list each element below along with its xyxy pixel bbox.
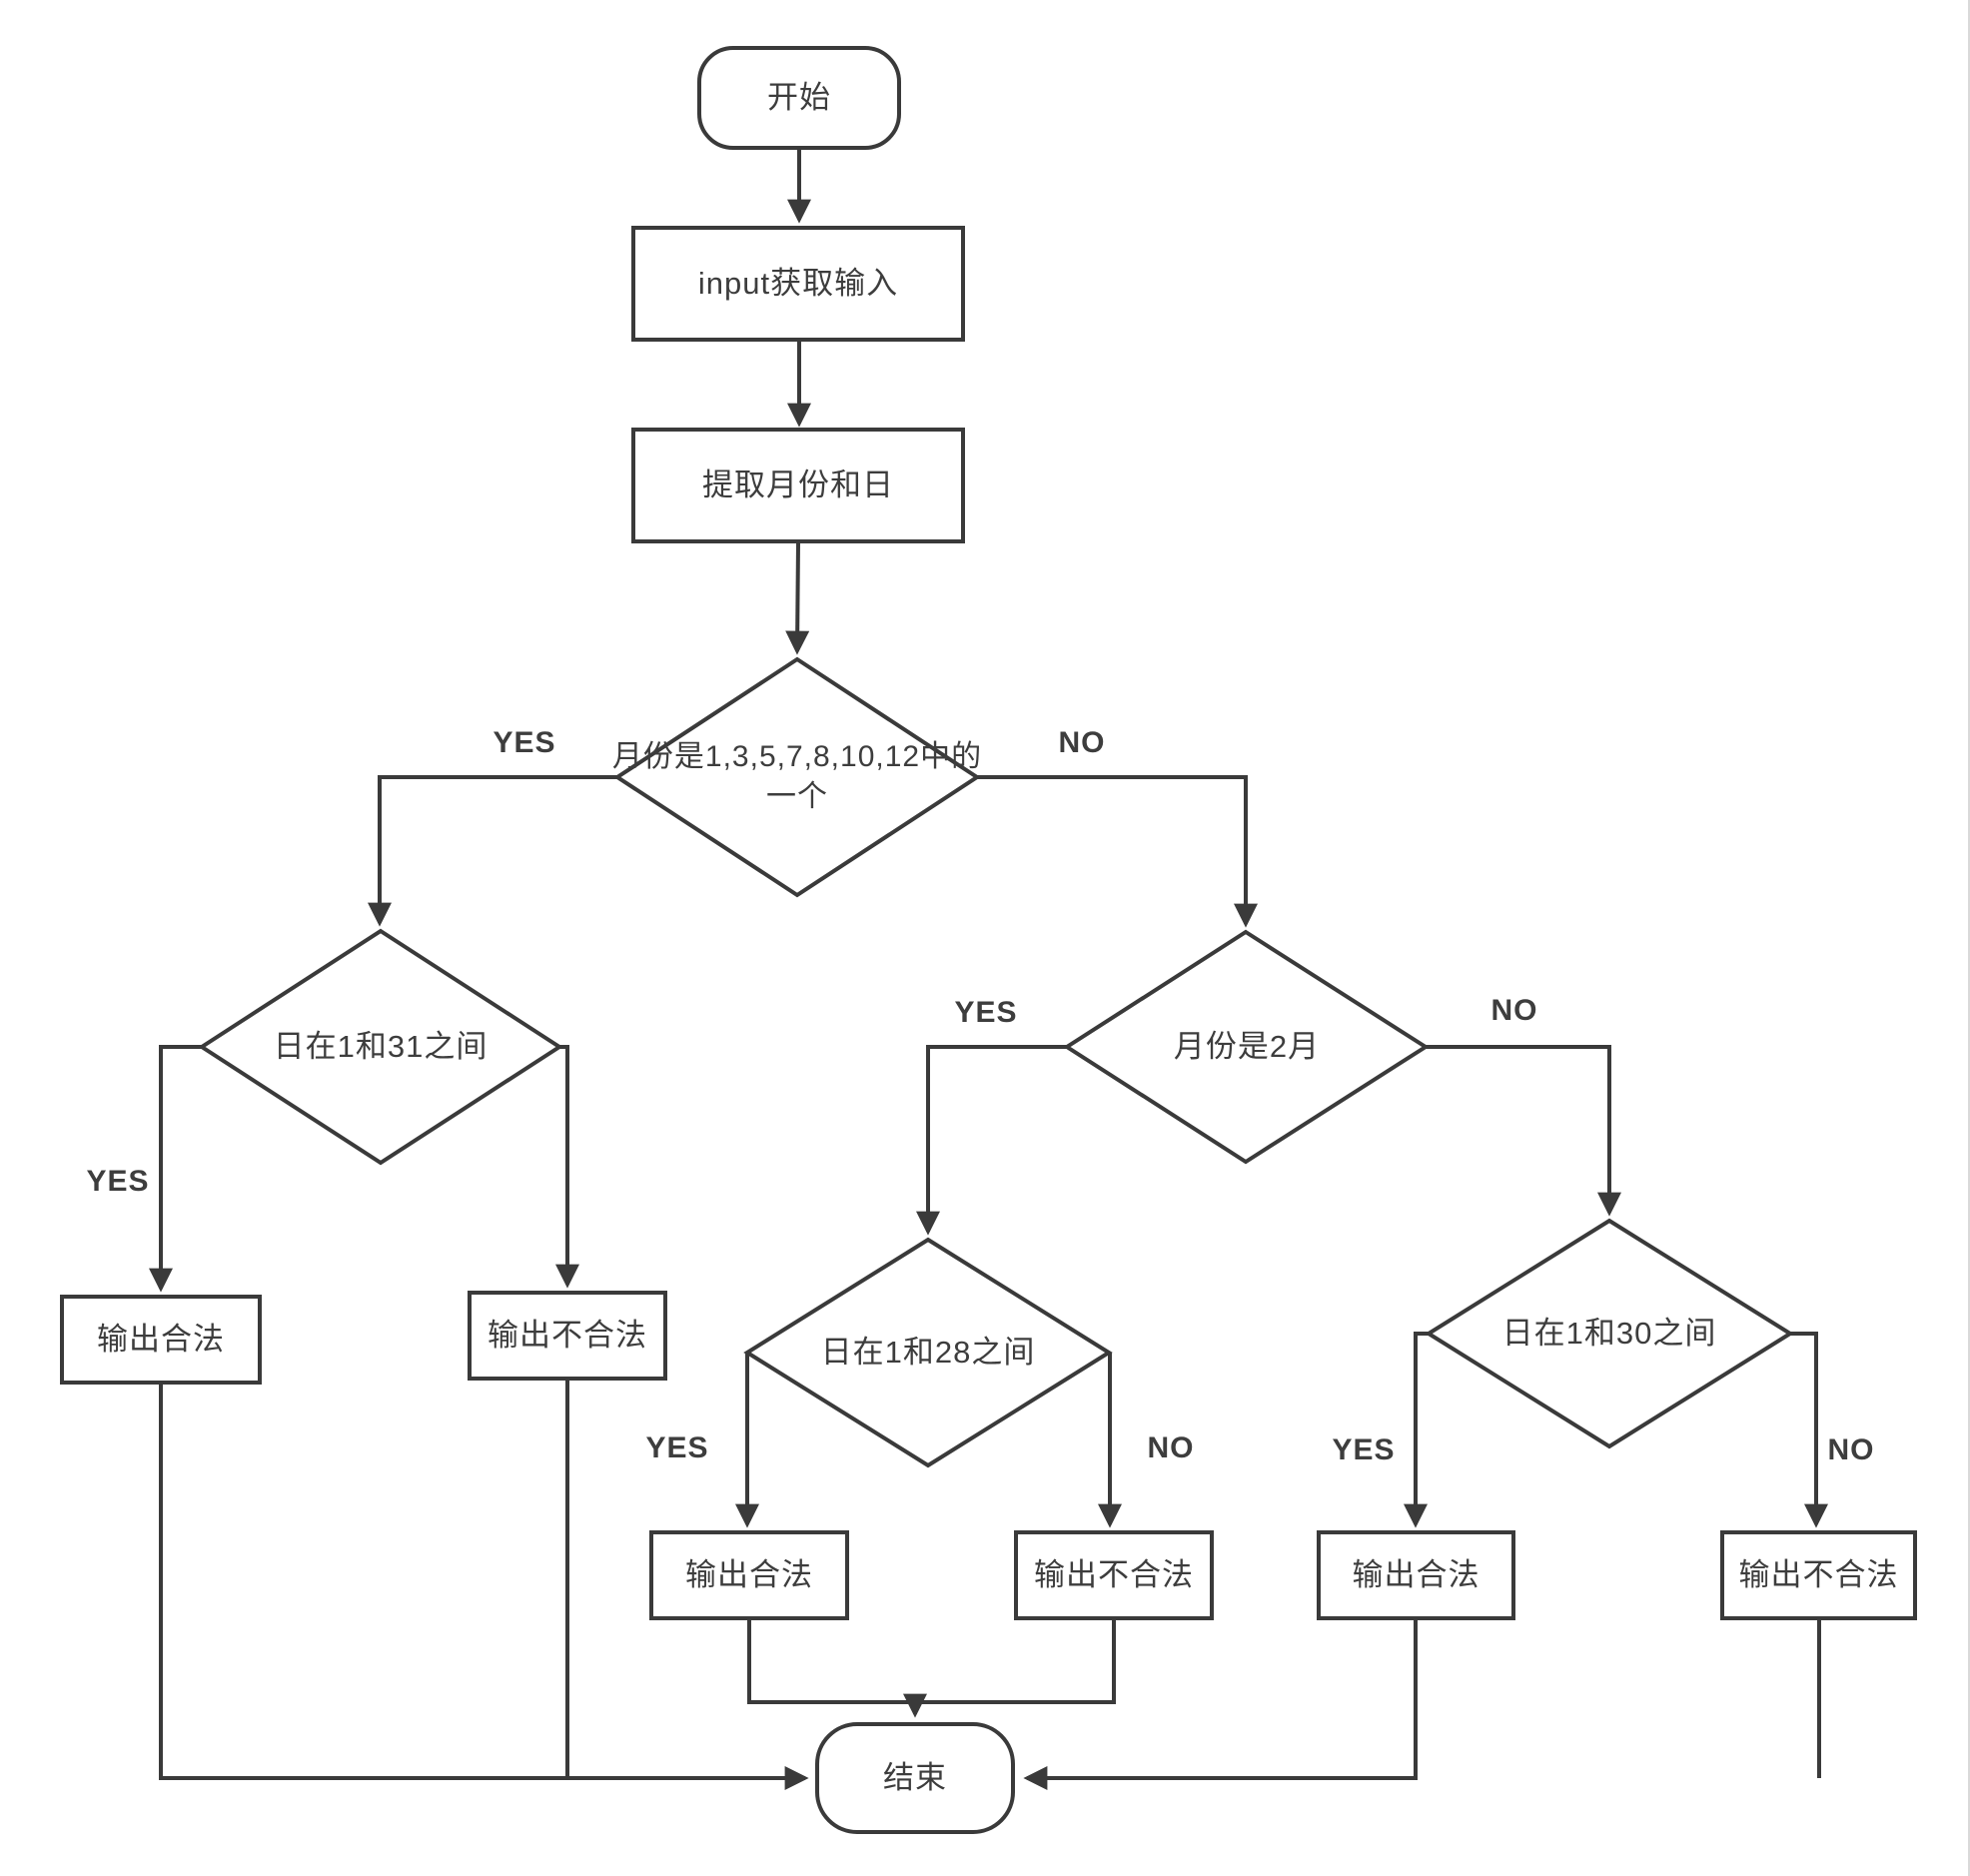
day31-check-label: 日在1和31之间 [273,1029,489,1065]
day31-check-decision-shape [198,928,563,1166]
feb-no-label: NO [1490,994,1538,1027]
out-invalid-right-shape [1720,1530,1917,1620]
out-valid-left-shape [60,1295,262,1385]
edge-rightvalid-to-end [1023,1618,1418,1790]
edge-feb-yes [916,1045,1067,1236]
out-valid-left-label: 输出合法 [97,1322,225,1358]
out-valid-mid-shape [649,1530,849,1620]
out-valid-right-label: 输出合法 [1352,1557,1480,1593]
edge-day31-no [555,1045,579,1289]
month-check-yes-label: YES [492,726,556,759]
feb-yes-label: YES [954,996,1018,1029]
day28-no-label: NO [1147,1431,1195,1464]
feb-check-decision-shape [1063,929,1430,1165]
day30-yes-label: YES [1332,1433,1396,1466]
out-invalid-left-label: 输出不合法 [488,1318,647,1354]
day30-check-label: 日在1和30之间 [1501,1316,1717,1352]
edge-monthcheck-yes [368,775,617,927]
edge-feb-no [1426,1045,1621,1217]
input-process-shape [631,226,965,342]
edge-day30-yes [1404,1332,1429,1528]
edge-mid-join [747,1618,1116,1704]
month-check-decision-shape [613,656,981,898]
out-invalid-mid-shape [1014,1530,1214,1620]
month-check-label-line2: 一个 [766,780,828,813]
edge-monthcheck-no [977,775,1258,928]
out-valid-right-shape [1317,1530,1515,1620]
day28-yes-label: YES [645,1431,709,1464]
edge-day31-yes [149,1045,202,1293]
edge-leftvalid-to-end [159,1383,809,1790]
day28-check-decision-shape [743,1237,1113,1468]
end-terminal-shape [815,1722,1015,1834]
extract-node-label: 提取月份和日 [702,468,894,503]
out-invalid-left-shape [468,1291,667,1381]
edge-extract-to-monthcheck [785,542,810,655]
end-node-label: 结束 [883,1760,947,1796]
month-check-no-label: NO [1058,726,1106,759]
day30-no-label: NO [1827,1433,1875,1466]
day28-check-label: 日在1和28之间 [820,1335,1036,1371]
month-check-label-line1: 月份是1,3,5,7,8,10,12中的 [611,739,983,773]
feb-check-label: 月份是2月 [1173,1029,1321,1065]
edge-day30-no [1790,1332,1828,1528]
out-invalid-right-label: 输出不合法 [1738,1557,1899,1593]
out-invalid-mid-label: 输出不合法 [1034,1557,1194,1593]
out-valid-mid-label: 输出合法 [685,1557,813,1593]
start-terminal-shape [697,46,901,150]
month-check-label: 月份是1,3,5,7,8,10,12中的 一个 [607,717,987,837]
day31-yes-label: YES [86,1165,150,1198]
extract-process-shape [631,428,965,543]
start-node-label: 开始 [767,80,831,116]
day30-check-decision-shape [1425,1218,1794,1449]
input-node-label: input获取输入 [697,266,899,302]
